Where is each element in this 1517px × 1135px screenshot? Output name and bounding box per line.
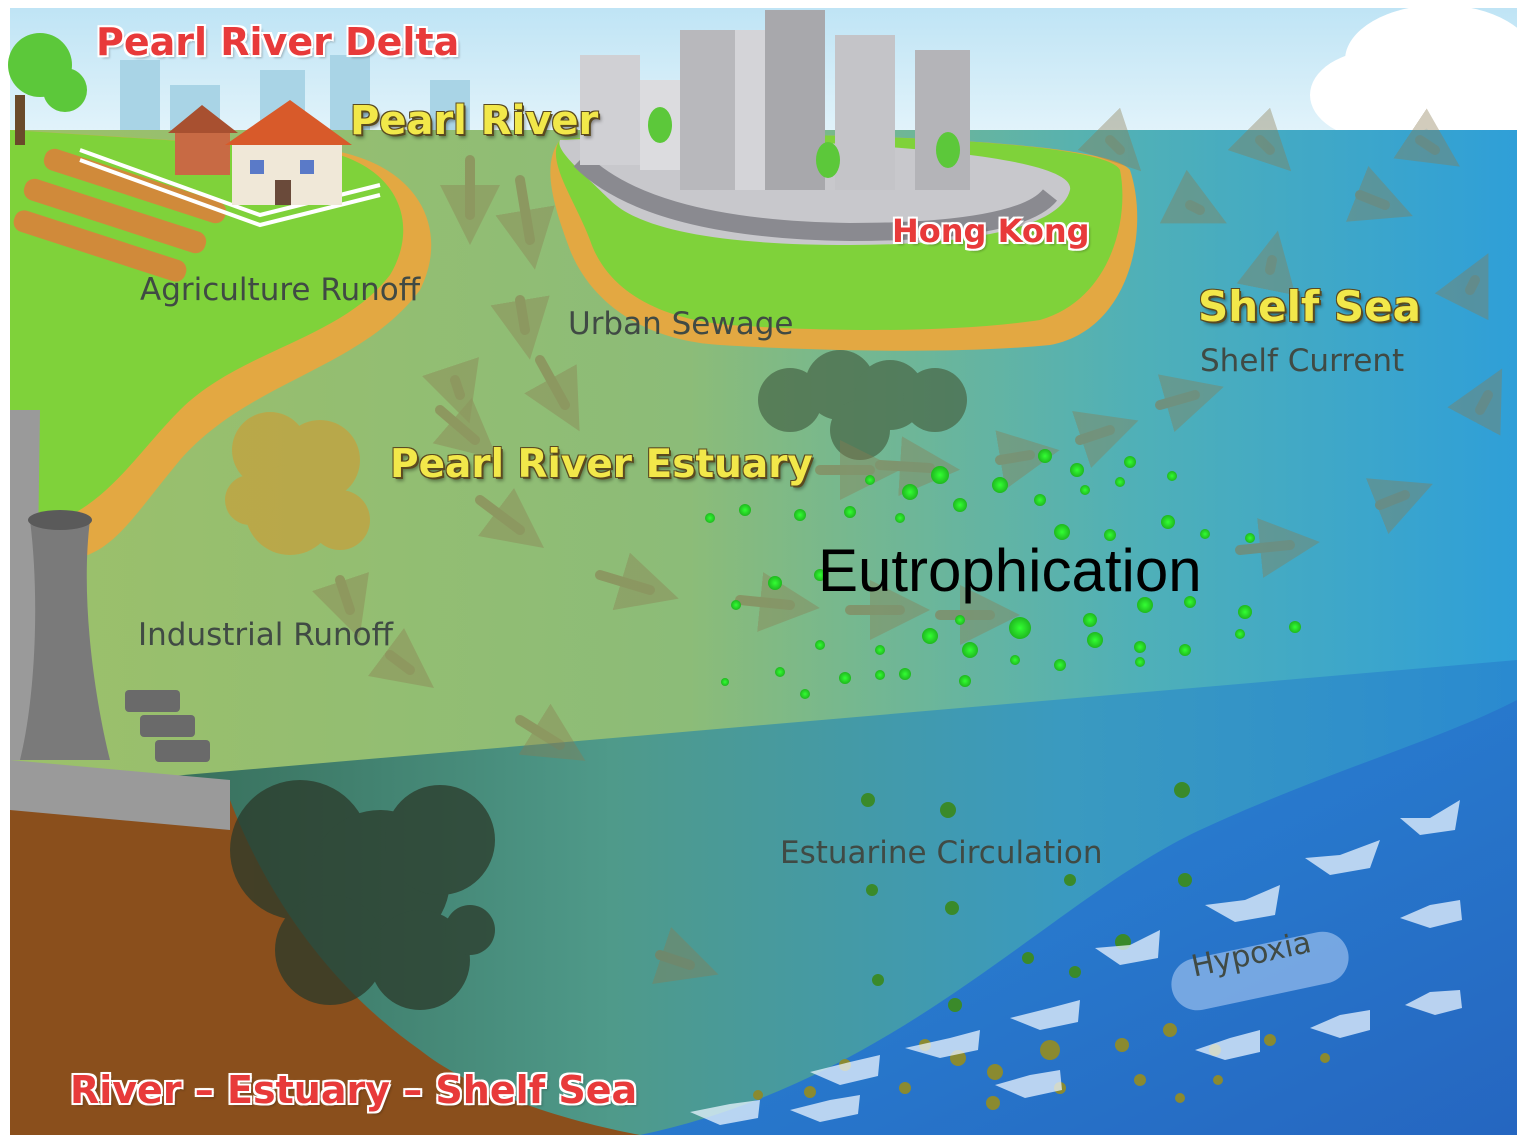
farm-field-icon bbox=[13, 148, 227, 282]
sediment-particle-icon bbox=[861, 782, 1192, 1012]
industrial-runoff-label: Industrial Runoff bbox=[138, 617, 394, 653]
delta-land bbox=[10, 130, 404, 520]
agriculture-runoff-label: Agriculture Runoff bbox=[140, 272, 421, 308]
pearl-river-title: Pearl River bbox=[350, 98, 599, 144]
estuarine-circulation-label: Estuarine Circulation bbox=[780, 835, 1103, 871]
shelf-current-label: Shelf Current bbox=[1200, 343, 1405, 379]
hong-kong-label: Hong Kong bbox=[892, 212, 1090, 250]
hypoxia-badge-bg bbox=[1171, 931, 1349, 1011]
hypoxia-zone bbox=[640, 700, 1517, 1135]
pearl-river-estuary-title: Pearl River Estuary bbox=[390, 442, 813, 487]
pollution-cloud-icon bbox=[230, 780, 495, 1010]
outfall-pipe-icon bbox=[125, 690, 210, 762]
sewage-cloud-icon bbox=[758, 350, 967, 460]
pearl-river-delta-title: Pearl River Delta bbox=[96, 20, 460, 64]
tree-icon bbox=[8, 33, 87, 145]
current-arrow-icon bbox=[312, 107, 1503, 984]
farmhouse-icon bbox=[168, 100, 352, 205]
agriculture-runoff-cloud-icon bbox=[225, 412, 370, 555]
algae-bloom-icon bbox=[705, 449, 1301, 699]
urban-sewage-label: Urban Sewage bbox=[568, 306, 794, 342]
eutrophication-label: Eutrophication bbox=[818, 537, 1202, 604]
skyscraper-icon bbox=[580, 10, 970, 190]
road bbox=[573, 153, 1058, 242]
shelf-sea-title: Shelf Sea bbox=[1198, 282, 1422, 331]
city-tree-icon bbox=[648, 107, 960, 178]
river-estuary-shelf-footer: River – Estuary – Shelf Sea bbox=[70, 1068, 638, 1112]
sediment-bed bbox=[10, 790, 640, 1135]
return-current-arrow-icon bbox=[690, 800, 1462, 1125]
factory-chimney-icon bbox=[10, 410, 230, 830]
